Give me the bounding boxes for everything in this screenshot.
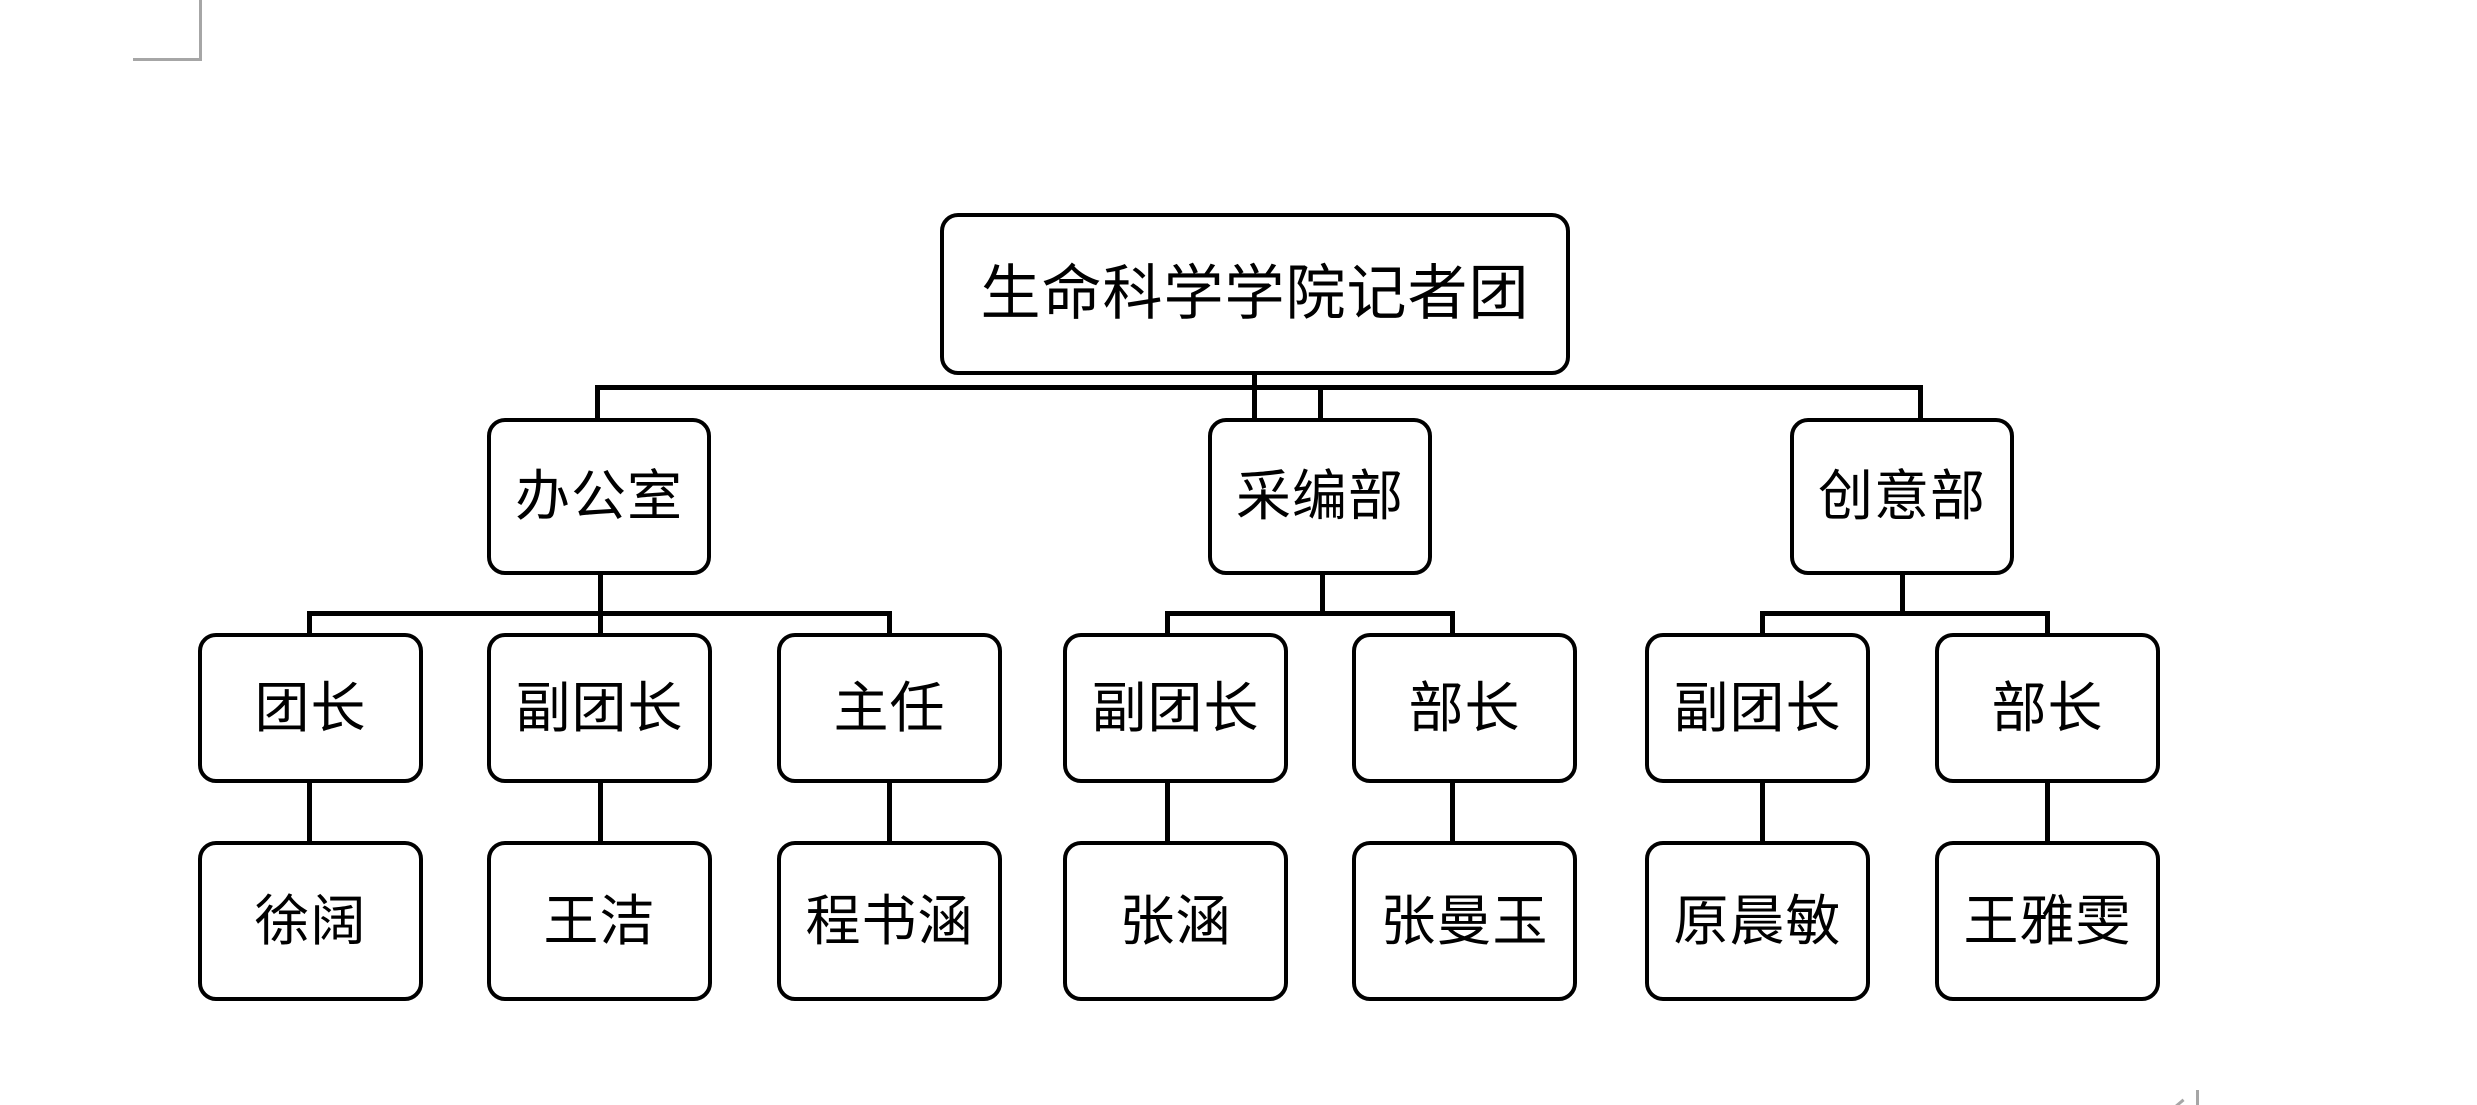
node-person-zhang-han[interactable]: 张涵 — [1063, 841, 1288, 1001]
node-role-office-futuanzhang-label: 副团长 — [515, 676, 684, 739]
node-role-office-zhuren-label: 主任 — [833, 676, 946, 739]
node-person-yuan-chenmin-label: 原晨敏 — [1673, 889, 1842, 952]
node-role-creative-futuanzhang-label: 副团长 — [1673, 676, 1842, 739]
connector-office-to-role-3 — [887, 611, 892, 635]
node-root-organization[interactable]: 生命科学学院记者团 — [940, 213, 1570, 375]
connector-role-5-to-person-5 — [1450, 781, 1455, 843]
node-role-editorial-futuanzhang-label: 副团长 — [1091, 676, 1260, 739]
connector-root-stem — [1252, 375, 1257, 418]
node-person-zhang-manyu-label: 张曼玉 — [1380, 889, 1549, 952]
connector-editorial-to-role-2 — [1450, 611, 1455, 635]
connector-creative-stem — [1900, 575, 1905, 613]
node-root-label: 生命科学学院记者团 — [980, 260, 1530, 327]
node-role-office-tuanzhang-label: 团长 — [254, 676, 367, 739]
node-role-creative-buzhang-label: 部长 — [1991, 676, 2104, 739]
node-department-office-label: 办公室 — [514, 465, 683, 527]
connector-creative-to-role-1 — [1760, 611, 1765, 635]
connector-role-6-to-person-6 — [1760, 781, 1765, 843]
node-role-creative-buzhang[interactable]: 部长 — [1935, 633, 2160, 783]
connector-level1-bus — [595, 385, 1923, 390]
node-role-editorial-buzhang[interactable]: 部长 — [1352, 633, 1577, 783]
connector-role-1-to-person-1 — [307, 781, 312, 843]
node-department-creative-label: 创意部 — [1817, 465, 1986, 527]
connector-role-7-to-person-7 — [2045, 781, 2050, 843]
connector-office-to-role-1 — [307, 611, 312, 635]
connector-role-4-to-person-4 — [1165, 781, 1170, 843]
node-role-office-futuanzhang[interactable]: 副团长 — [487, 633, 712, 783]
node-department-creative[interactable]: 创意部 — [1790, 418, 2014, 575]
node-role-editorial-buzhang-label: 部长 — [1408, 676, 1521, 739]
node-department-editorial-label: 采编部 — [1235, 465, 1404, 527]
connector-editorial-stem — [1320, 575, 1325, 613]
page-margin-mark-bottom-right-bar — [2196, 1090, 2199, 1105]
connector-editorial-bus — [1165, 611, 1455, 616]
connector-creative-to-role-2 — [2045, 611, 2050, 635]
node-person-zhang-han-label: 张涵 — [1119, 889, 1232, 952]
connector-drop-editorial — [1318, 385, 1323, 418]
connector-role-2-to-person-2 — [598, 781, 603, 843]
node-person-cheng-shuhan[interactable]: 程书涵 — [777, 841, 1002, 1001]
node-person-wang-yawen[interactable]: 王雅雯 — [1935, 841, 2160, 1001]
node-person-cheng-shuhan-label: 程书涵 — [805, 889, 974, 952]
connector-editorial-to-role-1 — [1165, 611, 1170, 635]
connector-office-to-role-2 — [598, 611, 603, 635]
node-person-xu-kuo-label: 徐阔 — [254, 889, 367, 952]
connector-creative-bus — [1760, 611, 2050, 616]
connector-office-stem — [598, 575, 603, 613]
node-role-office-zhuren[interactable]: 主任 — [777, 633, 1002, 783]
node-person-yuan-chenmin[interactable]: 原晨敏 — [1645, 841, 1870, 1001]
node-person-wang-jie[interactable]: 王洁 — [487, 841, 712, 1001]
node-person-xu-kuo[interactable]: 徐阔 — [198, 841, 423, 1001]
node-person-zhang-manyu[interactable]: 张曼玉 — [1352, 841, 1577, 1001]
page-margin-corner-mark-top-left — [133, 0, 202, 61]
connector-drop-office — [595, 385, 600, 418]
node-department-office[interactable]: 办公室 — [487, 418, 711, 575]
node-role-editorial-futuanzhang[interactable]: 副团长 — [1063, 633, 1288, 783]
node-department-editorial[interactable]: 采编部 — [1208, 418, 1432, 575]
page-margin-mark-bottom-right-slash — [2165, 1091, 2185, 1105]
node-person-wang-yawen-label: 王雅雯 — [1963, 889, 2132, 952]
node-role-office-tuanzhang[interactable]: 团长 — [198, 633, 423, 783]
connector-drop-creative — [1918, 385, 1923, 418]
connector-role-3-to-person-3 — [887, 781, 892, 843]
node-role-creative-futuanzhang[interactable]: 副团长 — [1645, 633, 1870, 783]
node-person-wang-jie-label: 王洁 — [543, 889, 656, 952]
